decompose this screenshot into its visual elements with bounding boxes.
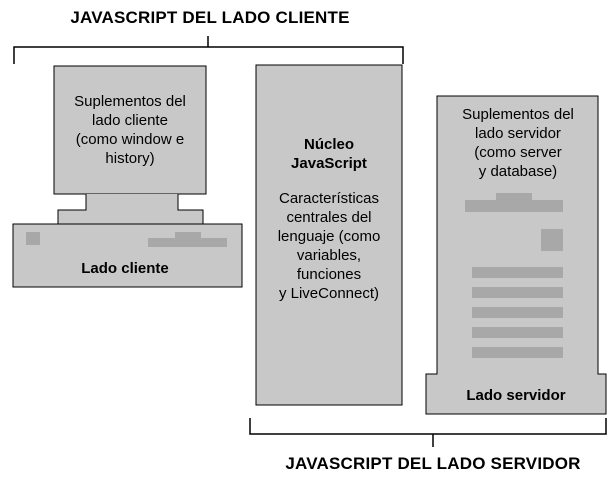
core-body-line-6: y LiveConnect) (278, 285, 380, 302)
server-line-2: lado servidor (475, 125, 561, 142)
core-body-line-1: Características (278, 190, 380, 207)
core-body-line-5: funciones (296, 266, 362, 283)
client-monitor-neck (57, 194, 204, 225)
server-label: Lado servidor (466, 387, 566, 404)
client-drive-bump (175, 232, 201, 239)
server-bracket (249, 418, 607, 447)
core-body-line-4: variables, (296, 247, 362, 264)
client-line-2: lado cliente (92, 112, 168, 129)
client-bracket (13, 36, 404, 64)
client-label: Lado cliente (81, 260, 169, 277)
server-line-4: y database) (478, 163, 558, 180)
core-body-line-2: centrales del (286, 209, 372, 226)
core-title-line-1: Núcleo (303, 136, 354, 153)
server-slot-4 (472, 327, 563, 338)
client-line-3: (como window e (75, 131, 185, 148)
server-side-title: JAVASCRIPT DEL LADO SERVIDOR (285, 454, 581, 473)
core-body-line-3: lenguaje (como (277, 228, 381, 245)
client-drive-bar (148, 238, 227, 247)
client-base (12, 223, 243, 288)
server-slot-2 (472, 287, 563, 298)
server-line-3: (como server (474, 144, 562, 161)
client-monitor-text: Suplementos del lado cliente (como windo… (55, 92, 205, 168)
server-slot-3 (472, 307, 563, 318)
core-title-line-2: JavaScript (291, 155, 367, 172)
client-monitor (53, 65, 207, 195)
server-top-bump (496, 193, 532, 201)
server-square (541, 229, 563, 251)
server-slot-1 (472, 267, 563, 278)
core-title: Núcleo JavaScript (257, 135, 401, 173)
client-side-title: JAVASCRIPT DEL LADO CLIENTE (70, 8, 350, 27)
server-slot-5 (472, 347, 563, 358)
client-line-1: Suplementos del (74, 93, 186, 110)
server-text: Suplementos del lado servidor (como serv… (440, 105, 596, 181)
server-top-bar (465, 200, 563, 212)
client-drive-slot (26, 232, 40, 245)
client-line-4: history) (105, 150, 155, 167)
core-box (255, 64, 403, 406)
core-body: Características centrales del lenguaje (… (257, 189, 401, 303)
server-line-1: Suplementos del (462, 106, 574, 123)
